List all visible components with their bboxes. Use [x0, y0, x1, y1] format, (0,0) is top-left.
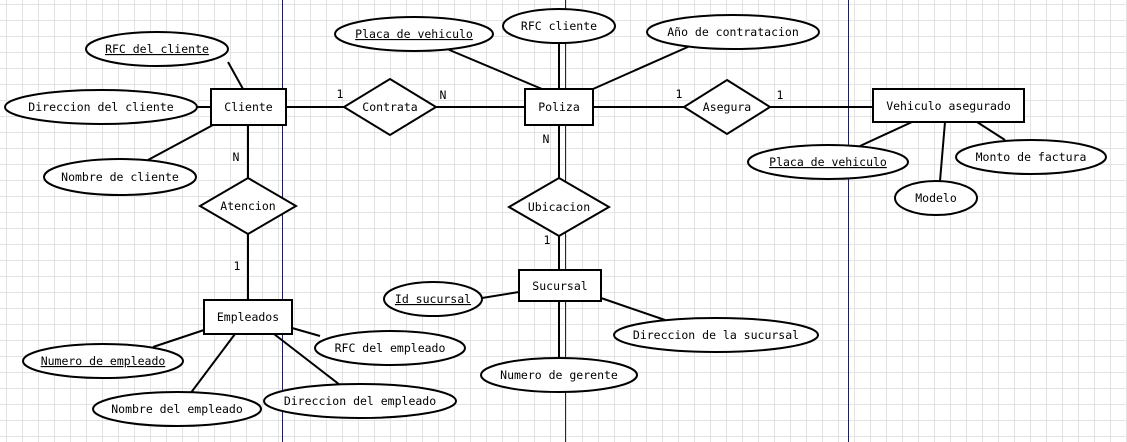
- entity-empleados-label: Empleados: [217, 310, 279, 324]
- attribute-nombre-de-cliente[interactable]: Nombre de cliente: [43, 158, 197, 196]
- attribute-nombre-empleado-label: Nombre del empleado: [111, 402, 243, 416]
- link-empleados-rfc: [291, 327, 321, 337]
- attribute-id-sucursal[interactable]: Id sucursal: [383, 281, 483, 317]
- link-vehiculo-monto: [976, 121, 1006, 141]
- attribute-monto-de-factura[interactable]: Monto de factura: [955, 139, 1107, 175]
- cardinality-asegura-vehiculo: 1: [777, 88, 784, 102]
- cardinality-contrata-poliza: N: [440, 88, 447, 102]
- attribute-id-sucursal-label: Id sucursal: [395, 292, 471, 306]
- connectors: [147, 43, 1006, 395]
- attribute-rfc-del-empleado[interactable]: RFC del empleado: [314, 330, 466, 366]
- attribute-placa-vehiculo-label: Placa de vehiculo: [769, 155, 887, 169]
- link-empleados-nombre: [189, 333, 236, 395]
- attribute-modelo[interactable]: Modelo: [894, 180, 978, 216]
- cardinality-atencion-empleados: 1: [234, 259, 241, 273]
- link-poliza-anio: [592, 45, 691, 90]
- attribute-direccion-de-la-sucursal[interactable]: Direccion de la sucursal: [613, 317, 819, 353]
- cardinality-ubicacion-sucursal: 1: [544, 233, 551, 247]
- link-empleados-direccion: [273, 333, 341, 386]
- attribute-placa-poliza-label: Placa de vehiculo: [355, 27, 473, 41]
- attribute-numero-de-empleado[interactable]: Numero de empleado: [22, 343, 184, 379]
- cardinality-poliza-asegura: 1: [676, 87, 683, 101]
- relationship-ubicacion[interactable]: Ubicacion: [507, 176, 611, 238]
- entity-empleados[interactable]: Empleados: [203, 299, 293, 335]
- relationship-asegura-label: Asegura: [703, 100, 751, 114]
- attribute-modelo-label: Modelo: [915, 191, 957, 205]
- link-poliza-placa: [439, 45, 543, 90]
- link-empleados-numero: [152, 329, 205, 348]
- attribute-direccion-del-cliente[interactable]: Direccion del cliente: [4, 89, 198, 125]
- attribute-numero-empleado-label: Numero de empleado: [41, 354, 166, 368]
- attribute-nombre-de-cliente-label: Nombre de cliente: [61, 170, 179, 184]
- link-cliente-nombre: [147, 124, 214, 161]
- attribute-rfc-del-cliente[interactable]: RFC del cliente: [85, 31, 229, 67]
- entity-vehiculo-label: Vehiculo asegurado: [886, 99, 1011, 113]
- entity-poliza-label: Poliza: [538, 100, 580, 114]
- cardinality-cliente-contrata: 1: [337, 87, 344, 101]
- attribute-placa-de-vehiculo-poliza[interactable]: Placa de vehiculo: [334, 16, 494, 52]
- relationship-contrata-label: Contrata: [362, 100, 417, 114]
- link-cliente-rfc: [227, 61, 244, 90]
- relationship-ubicacion-label: Ubicacion: [528, 200, 590, 214]
- link-sucursal-direccion: [600, 297, 666, 321]
- attribute-anio-de-contratacion[interactable]: Año de contratacion: [646, 14, 820, 50]
- attribute-rfc-del-cliente-label: RFC del cliente: [105, 42, 209, 56]
- attribute-placa-de-vehiculo[interactable]: Placa de vehiculo: [747, 144, 909, 180]
- entity-cliente[interactable]: Cliente: [210, 88, 287, 126]
- cardinality-labels: 1 N 1 1 N 1 N 1: [233, 87, 784, 273]
- attribute-rfc-empleado-label: RFC del empleado: [335, 341, 446, 355]
- attribute-direccion-del-empleado[interactable]: Direccion del empleado: [263, 383, 457, 419]
- attribute-direccion-sucursal-label: Direccion de la sucursal: [633, 328, 799, 342]
- entity-cliente-label: Cliente: [224, 100, 273, 114]
- link-sucursal-id: [481, 291, 520, 299]
- attribute-monto-label: Monto de factura: [976, 150, 1087, 164]
- attribute-rfc-cliente-label: RFC cliente: [521, 19, 597, 33]
- link-vehiculo-placa: [859, 121, 913, 147]
- entity-poliza[interactable]: Poliza: [524, 88, 594, 126]
- attribute-direccion-del-cliente-label: Direccion del cliente: [28, 100, 173, 114]
- attribute-direccion-empleado-label: Direccion del empleado: [284, 394, 436, 408]
- entity-sucursal[interactable]: Sucursal: [518, 269, 602, 302]
- attribute-rfc-cliente[interactable]: RFC cliente: [502, 8, 616, 44]
- relationship-atencion-label: Atencion: [220, 199, 275, 213]
- cardinality-poliza-ubicacion: N: [543, 132, 550, 146]
- entity-vehiculo-asegurado[interactable]: Vehiculo asegurado: [872, 88, 1025, 123]
- cardinality-cliente-atencion: N: [233, 150, 240, 164]
- attribute-numero-gerente-label: Numero de gerente: [500, 368, 618, 382]
- attribute-nombre-del-empleado[interactable]: Nombre del empleado: [92, 391, 262, 427]
- entity-sucursal-label: Sucursal: [532, 279, 587, 293]
- attribute-anio-label: Año de contratacion: [667, 25, 799, 39]
- relationship-atencion[interactable]: Atencion: [198, 176, 298, 236]
- link-vehiculo-modelo: [939, 121, 946, 182]
- relationship-contrata[interactable]: Contrata: [342, 77, 438, 137]
- attribute-numero-de-gerente[interactable]: Numero de gerente: [480, 357, 638, 393]
- relationship-asegura[interactable]: Asegura: [682, 78, 772, 136]
